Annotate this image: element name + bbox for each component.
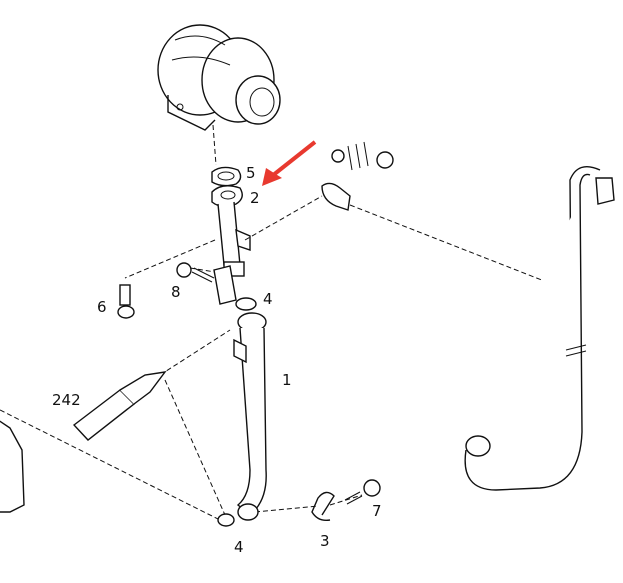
callout-7: 7 [372, 502, 382, 520]
clip-3 [311, 491, 335, 522]
sensor-242 [72, 371, 167, 441]
oring-upper [235, 297, 257, 311]
highlight-arrow [262, 140, 317, 186]
callout-1: 1 [282, 371, 292, 389]
bolt-7 [344, 479, 381, 505]
callout-4-upper: 4 [263, 290, 273, 308]
turbocharger [157, 24, 281, 131]
return-line [464, 166, 615, 491]
engine-block [0, 420, 25, 513]
oring-lower [217, 513, 235, 527]
callout-8: 8 [171, 283, 181, 301]
oil-line-1 [233, 312, 267, 521]
bolt-6 [117, 284, 135, 319]
callout-6: 6 [97, 298, 107, 316]
callout-3: 3 [320, 532, 330, 550]
gasket-5 [211, 166, 242, 187]
callout-242: 242 [52, 391, 81, 409]
callout-5: 5 [246, 164, 256, 182]
callout-2: 2 [250, 189, 260, 207]
bolt-8 [176, 262, 215, 283]
callout-4-lower: 4 [234, 538, 244, 556]
